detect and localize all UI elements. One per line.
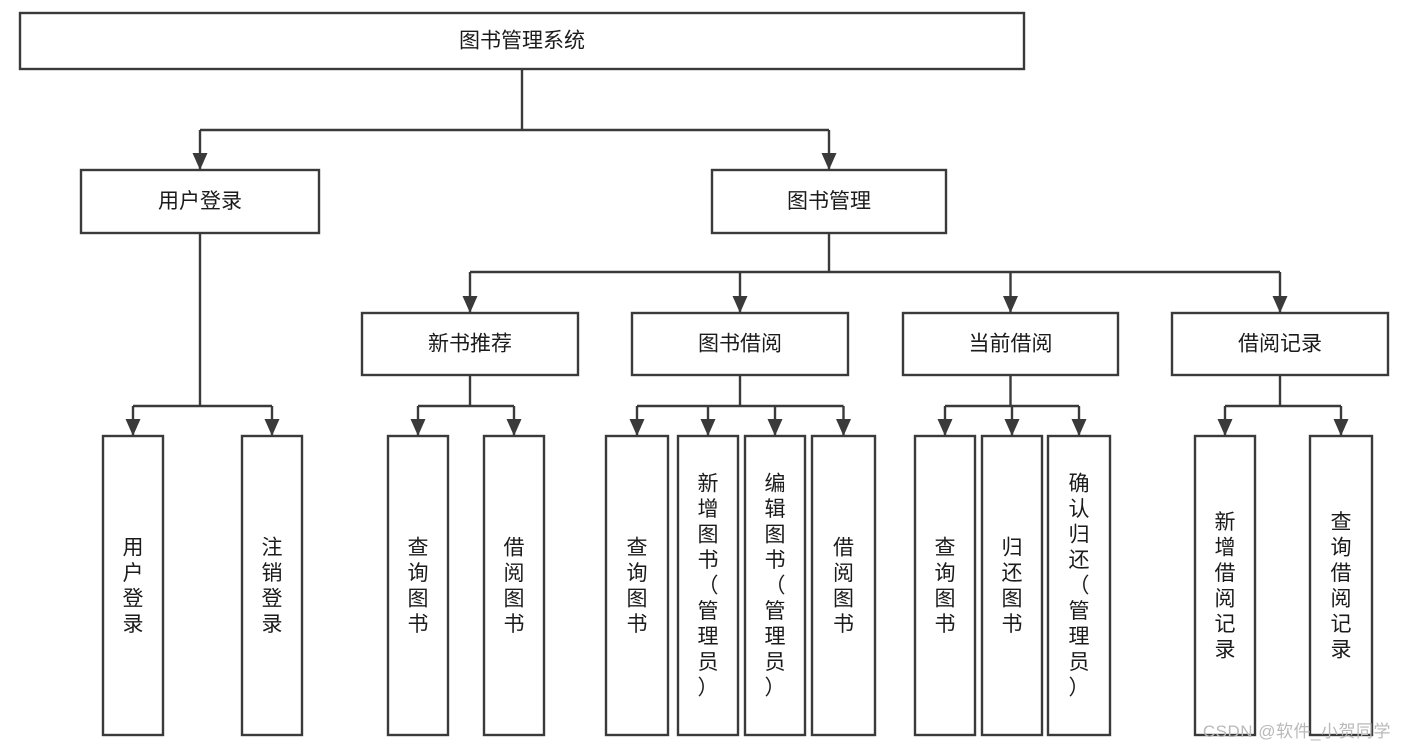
arrow-head-icon [767,419,783,436]
arrow-head-icon [1071,419,1087,436]
node-current-borrow[interactable]: 当前借阅 [901,311,1120,377]
node-label-leaf-query-record: 查询借阅记录 [1331,511,1352,662]
node-box-new-book-recommend [360,311,580,377]
node-layer: 图书管理系统用户登录图书管理新书推荐图书借阅当前借阅借阅记录用户登录注销登录查询… [18,11,1390,737]
arrow-head-icon [1272,296,1288,313]
node-book-borrow[interactable]: 图书借阅 [630,311,850,377]
node-label-book-borrow: 图书借阅 [698,333,782,356]
node-box-leaf-user-login [101,434,165,737]
node-label-new-book-recommend: 新书推荐 [428,333,512,356]
node-label-book-manage: 图书管理 [787,190,871,213]
node-label-borrow-record: 借阅记录 [1238,333,1322,356]
arrow-head-icon [836,419,851,436]
node-new-book-recommend[interactable]: 新书推荐 [360,311,580,377]
node-box-leaf-return-book [980,434,1044,737]
node-borrow-record[interactable]: 借阅记录 [1170,311,1390,377]
arrow-head-icon [1004,419,1020,436]
node-box-leaf-borrow-book [810,434,877,737]
node-label-user-login: 用户登录 [158,190,242,213]
node-leaf-query-book-cur[interactable]: 查询图书 [913,434,977,737]
node-leaf-add-record[interactable]: 新增借阅记录 [1193,434,1257,737]
node-leaf-add-book-admin[interactable]: 新增图书（管理员） [676,434,740,737]
connector-layer [125,69,1349,436]
arrow-head-icon [937,419,953,436]
node-leaf-confirm-return[interactable]: 确认归还（管理员） [1046,434,1112,737]
node-box-root [18,11,1026,71]
arrow-head-icon [1003,296,1018,313]
node-box-user-login [79,168,321,235]
node-leaf-user-login[interactable]: 用户登录 [101,434,165,737]
node-label-root: 图书管理系统 [459,30,585,53]
node-box-leaf-query-book-borrow [604,434,670,737]
arrow-head-icon [125,419,141,436]
node-label-leaf-query-book-new: 查询图书 [408,536,429,636]
node-box-borrow-record [1170,311,1390,377]
node-box-leaf-edit-book-admin [743,434,807,737]
node-user-login[interactable]: 用户登录 [79,168,321,235]
node-box-leaf-query-record [1308,434,1374,737]
node-label-leaf-borrow-book: 借阅图书 [833,536,854,636]
arrow-head-icon [264,419,280,436]
node-box-leaf-add-record [1193,434,1257,737]
arrow-head-icon [462,296,478,313]
node-box-leaf-query-book-new [386,434,450,737]
arrow-head-icon [1217,419,1233,436]
node-box-book-manage [710,168,948,235]
node-label-leaf-query-book-borrow: 查询图书 [627,536,648,636]
node-leaf-edit-book-admin[interactable]: 编辑图书（管理员） [743,434,807,737]
node-leaf-borrow-book-new[interactable]: 借阅图书 [482,434,546,737]
node-label-leaf-return-book: 归还图书 [1002,536,1023,636]
node-box-leaf-query-book-cur [913,434,977,737]
arrow-head-icon [410,419,426,436]
node-leaf-user-logout[interactable]: 注销登录 [240,434,304,737]
node-label-leaf-user-logout: 注销登录 [262,536,283,636]
arrow-head-icon [1333,419,1349,436]
arrow-head-icon [700,419,716,436]
node-leaf-borrow-book[interactable]: 借阅图书 [810,434,877,737]
node-label-leaf-add-book-admin: 新增图书（管理员） [698,473,719,700]
node-leaf-query-record[interactable]: 查询借阅记录 [1308,434,1374,737]
node-leaf-query-book-new[interactable]: 查询图书 [386,434,450,737]
node-box-leaf-add-book-admin [676,434,740,737]
arrow-head-icon [629,419,645,436]
arrow-head-icon [732,296,748,313]
node-label-leaf-borrow-book-new: 借阅图书 [504,536,525,636]
node-box-leaf-user-logout [240,434,304,737]
node-label-leaf-confirm-return: 确认归还（管理员） [1069,473,1090,700]
node-label-current-borrow: 当前借阅 [969,333,1053,356]
node-label-leaf-user-login: 用户登录 [123,536,144,636]
node-book-manage[interactable]: 图书管理 [710,168,948,235]
arrow-head-icon [821,153,837,170]
arrow-head-icon [192,153,208,170]
node-box-leaf-borrow-book-new [482,434,546,737]
node-label-leaf-query-book-cur: 查询图书 [935,536,956,636]
node-label-leaf-add-record: 新增借阅记录 [1215,511,1236,662]
node-label-leaf-edit-book-admin: 编辑图书（管理员） [765,473,786,700]
node-root[interactable]: 图书管理系统 [18,11,1026,71]
arrow-head-icon [506,419,522,436]
node-leaf-return-book[interactable]: 归还图书 [980,434,1044,737]
node-box-current-borrow [901,311,1120,377]
node-box-book-borrow [630,311,850,377]
node-leaf-query-book-borrow[interactable]: 查询图书 [604,434,670,737]
node-box-leaf-confirm-return [1046,434,1112,737]
